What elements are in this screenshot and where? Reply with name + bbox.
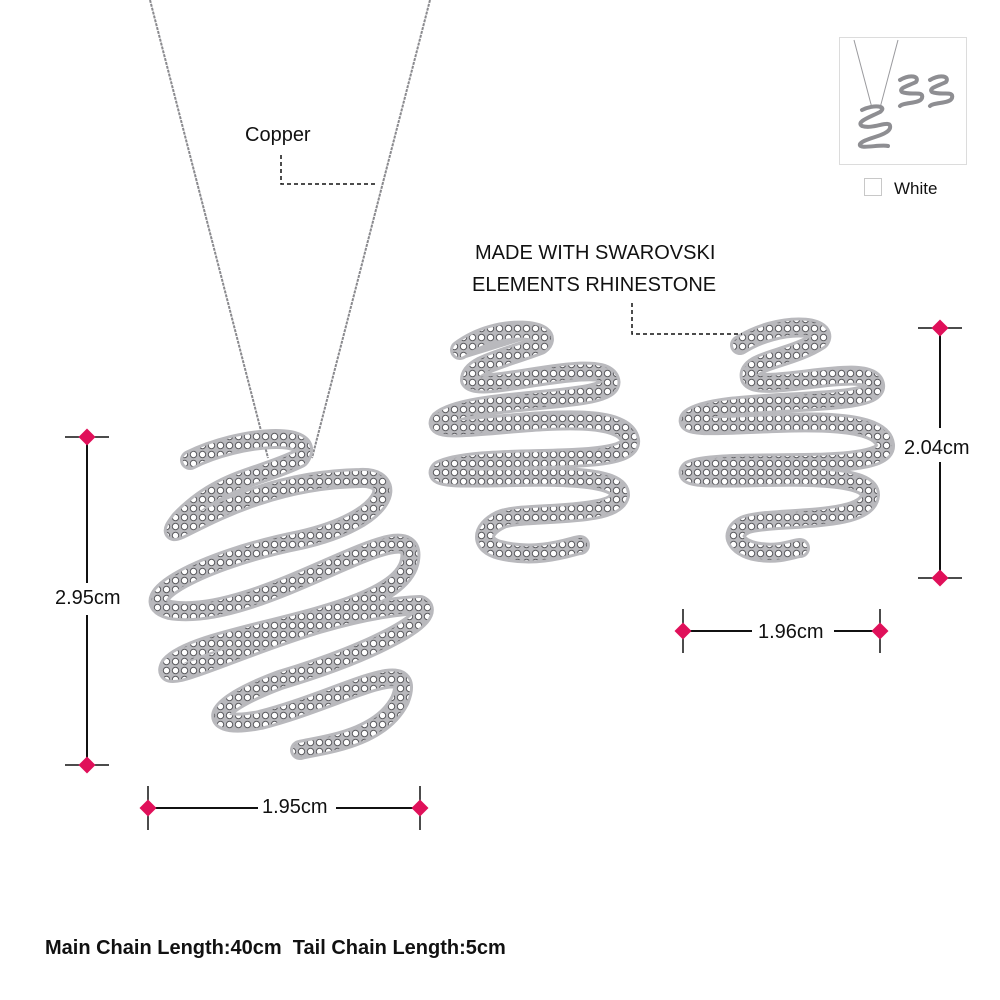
pendant-height-dimension <box>65 428 109 774</box>
earring-right <box>678 317 895 563</box>
pendant-width-dimension <box>139 786 429 830</box>
pendant-height-label: 2.95cm <box>55 587 121 609</box>
thumbnail-image <box>853 39 955 149</box>
necklace-chain <box>149 0 431 459</box>
dimension-marker <box>931 319 949 337</box>
rhinestone-label-line2: ELEMENTS RHINESTONE <box>472 274 717 296</box>
color-swatch-thumbnail[interactable] <box>839 37 967 165</box>
color-option-checkbox[interactable] <box>864 178 882 196</box>
earring-height-dimension <box>918 319 962 587</box>
pendant-width-label: 1.95cm <box>262 796 328 818</box>
dimension-marker <box>139 799 157 817</box>
earring-width-dimension <box>674 609 889 653</box>
earring-height-label: 2.04cm <box>904 437 970 459</box>
rhinestone-label-line1: MADE WITH SWAROVSKI <box>475 242 716 264</box>
dimension-marker <box>78 428 96 446</box>
chain-length-text: Main Chain Length:40cm Tail Chain Length… <box>45 937 506 959</box>
rhinestone-leader-line <box>631 303 742 335</box>
dimension-marker <box>674 622 692 640</box>
material-label: Copper <box>245 124 311 146</box>
dimension-marker <box>871 622 889 640</box>
pendant <box>148 429 434 760</box>
earring-left <box>428 320 640 564</box>
copper-leader-line <box>280 155 376 185</box>
dimension-marker <box>78 756 96 774</box>
color-option-label[interactable]: White <box>894 179 938 198</box>
dimension-marker <box>411 799 429 817</box>
earring-width-label: 1.96cm <box>758 621 824 643</box>
dimension-marker <box>931 569 949 587</box>
